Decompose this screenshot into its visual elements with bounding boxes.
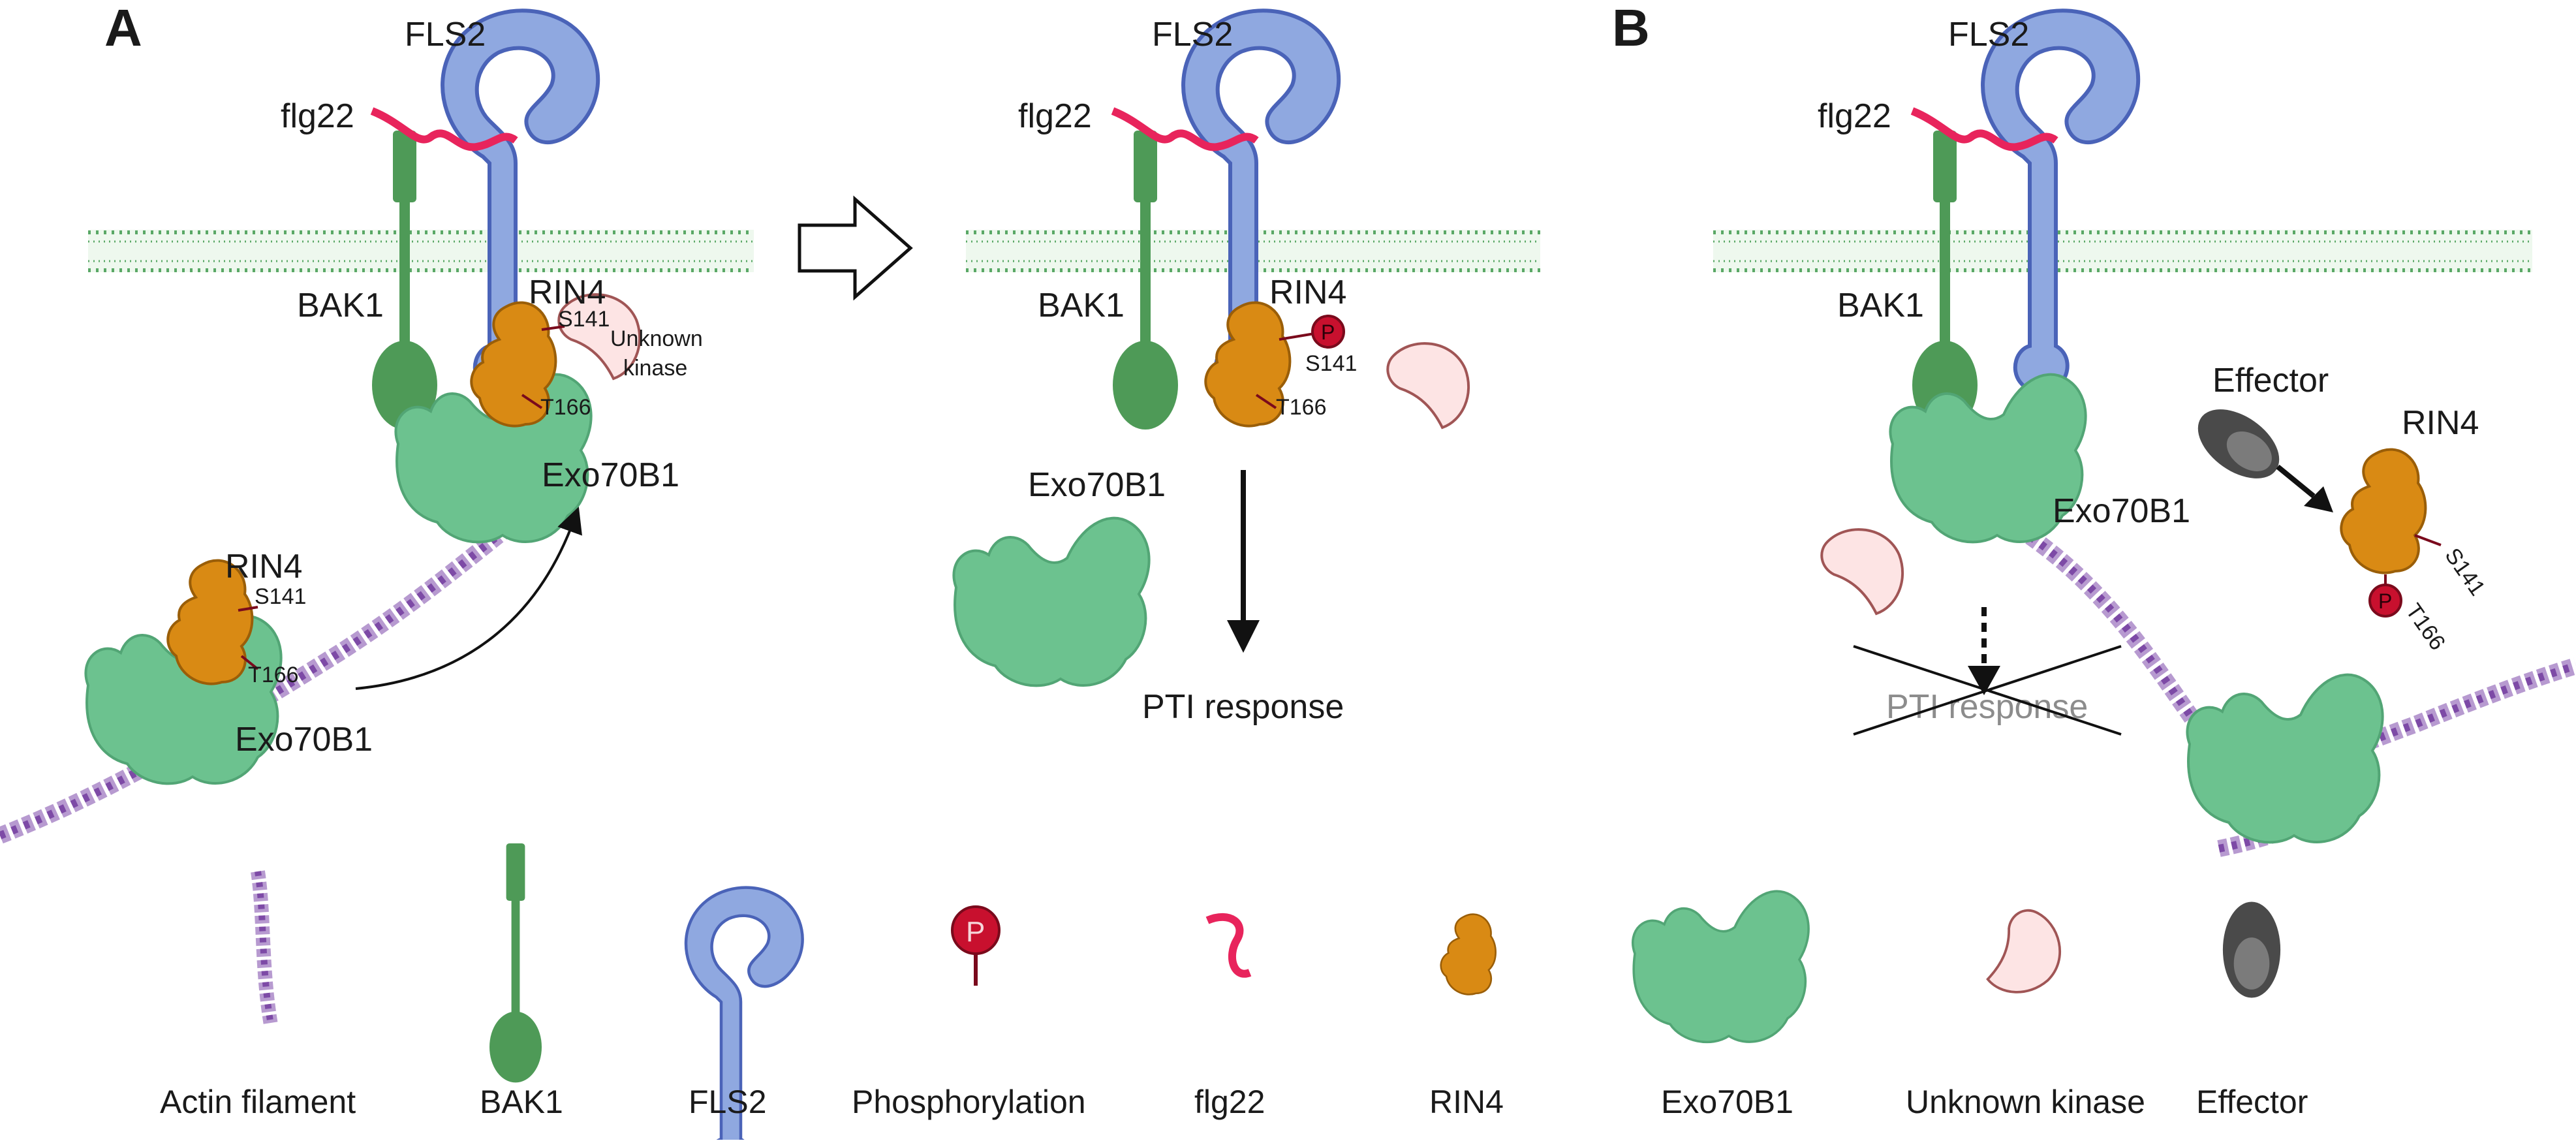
flg22-peptide bbox=[1111, 107, 1259, 151]
effector-label: Effector bbox=[2212, 362, 2329, 399]
legend-label-rin4: RIN4 bbox=[1429, 1084, 1504, 1120]
rin4-label: RIN4 bbox=[1269, 274, 1346, 311]
pti-response-blocked-label: PTI response bbox=[1886, 688, 2088, 726]
legend-item-effector: Effector bbox=[2196, 901, 2308, 1120]
phosphorylation-site: P bbox=[1311, 315, 1345, 349]
legend-item-flg22: flg22 bbox=[1194, 913, 1265, 1120]
effector-protein bbox=[2185, 395, 2292, 493]
fls2-label: FLS2 bbox=[1152, 16, 1233, 54]
fls2-receptor bbox=[1983, 10, 2138, 392]
legend-label-actin: Actin filament bbox=[160, 1084, 356, 1120]
bak1-label: BAK1 bbox=[1837, 287, 1924, 324]
pti-response-label: PTI response bbox=[1142, 688, 1344, 726]
legend-item-bak1: BAK1 bbox=[480, 843, 563, 1120]
actin-filament bbox=[0, 489, 553, 844]
t166-label: T166 bbox=[248, 663, 299, 687]
fls2-label: FLS2 bbox=[405, 16, 486, 54]
legend-label-unknown-kinase: Unknown kinase bbox=[1906, 1084, 2145, 1120]
s141-label: S141 bbox=[1305, 351, 1357, 376]
unknown-kinase bbox=[1386, 342, 1470, 429]
rin4-label: RIN4 bbox=[2402, 404, 2479, 442]
bak1-receptor bbox=[372, 131, 437, 430]
phospho-label: P bbox=[1321, 321, 1335, 344]
phosphorylation-site: P bbox=[2368, 584, 2402, 618]
bak1-receptor bbox=[1912, 131, 1978, 430]
exo70b1-label: Exo70B1 bbox=[235, 721, 373, 759]
flg22-label: flg22 bbox=[281, 97, 354, 135]
t166-label: T166 bbox=[1276, 395, 1327, 420]
plasma-membrane bbox=[88, 230, 754, 272]
s141-label: S141 bbox=[558, 307, 610, 332]
legend-label-phosphorylation: Phosphorylation bbox=[852, 1084, 1086, 1120]
legend-item-rin4: RIN4 bbox=[1429, 913, 1504, 1120]
relocation-arrow bbox=[355, 507, 582, 690]
unknown-kinase-label-2: kinase bbox=[623, 356, 687, 381]
legend-phospho-glyph: P bbox=[966, 916, 985, 948]
legend-label-effector: Effector bbox=[2196, 1084, 2308, 1120]
legend-item-fls2: FLS2 bbox=[686, 888, 803, 1140]
bak1-receptor bbox=[1113, 131, 1178, 430]
legend: Actin filament BAK1 FLS2 P Phosphorylati… bbox=[160, 843, 2308, 1140]
legend-label-fls2: FLS2 bbox=[689, 1084, 767, 1120]
flg22-peptide bbox=[370, 107, 518, 151]
unknown-kinase bbox=[1820, 528, 1904, 615]
fls2-label: FLS2 bbox=[1948, 16, 2029, 54]
bak1-label: BAK1 bbox=[1038, 287, 1125, 324]
flg22-label: flg22 bbox=[1818, 97, 1891, 135]
exo70b1-label: Exo70B1 bbox=[2053, 492, 2190, 530]
legend-label-bak1: BAK1 bbox=[480, 1084, 563, 1120]
unknown-kinase-label: Unknown bbox=[610, 326, 703, 351]
t166-label: T166 bbox=[2400, 599, 2450, 655]
t166-label: T166 bbox=[540, 395, 591, 420]
flg22-peptide bbox=[1910, 107, 2058, 151]
exo70b1-label: Exo70B1 bbox=[1028, 466, 1166, 504]
s141-label: S141 bbox=[255, 584, 306, 609]
bak1-label: BAK1 bbox=[297, 287, 384, 324]
phospho-label: P bbox=[2378, 589, 2392, 613]
legend-item-unknown-kinase: Unknown kinase bbox=[1906, 901, 2145, 1120]
s141-label: S141 bbox=[2440, 544, 2490, 601]
plasma-membrane bbox=[1713, 230, 2532, 272]
panel-a-label: A bbox=[104, 0, 142, 57]
exo70b1-protein bbox=[2186, 673, 2384, 844]
panel-b-label: B bbox=[1612, 0, 1650, 57]
exo70b1-protein bbox=[952, 516, 1151, 687]
legend-label-flg22: flg22 bbox=[1194, 1084, 1265, 1120]
legend-item-exo70b1: Exo70B1 bbox=[1631, 890, 1810, 1120]
exo70b1-label: Exo70B1 bbox=[542, 456, 679, 494]
legend-item-phosphorylation: P Phosphorylation bbox=[852, 905, 1086, 1120]
rin4-label: RIN4 bbox=[225, 548, 302, 586]
rin4-label: RIN4 bbox=[529, 274, 606, 311]
rin4-protein bbox=[2340, 448, 2427, 574]
flg22-label: flg22 bbox=[1018, 97, 1092, 135]
legend-label-exo70b1: Exo70B1 bbox=[1661, 1084, 1793, 1120]
transition-arrow bbox=[798, 195, 913, 301]
effector-arrow bbox=[2276, 464, 2316, 499]
legend-item-actin: Actin filament bbox=[160, 870, 356, 1120]
